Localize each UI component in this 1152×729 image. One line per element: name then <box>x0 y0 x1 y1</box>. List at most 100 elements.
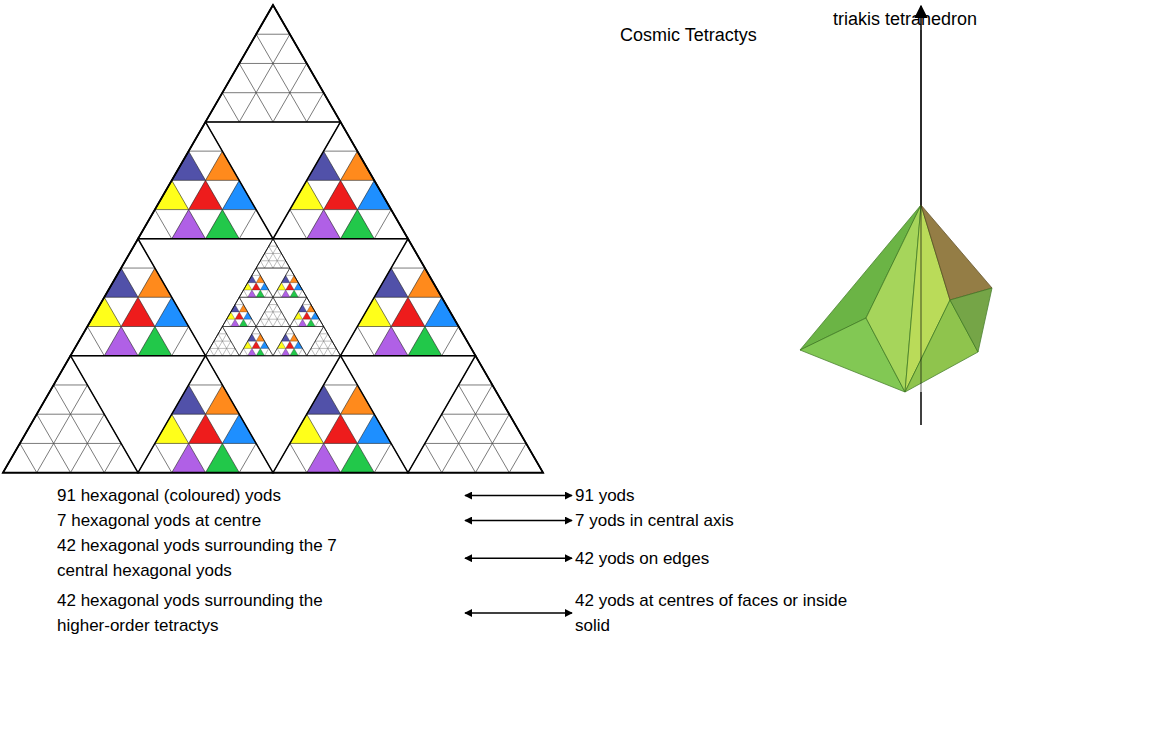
outline <box>3 5 543 473</box>
triakis-tetrahedron <box>800 6 992 425</box>
small-triangle <box>71 385 105 414</box>
small-triangle <box>71 443 105 472</box>
small-triangle <box>172 210 206 239</box>
small-triangle <box>87 297 121 326</box>
small-triangle <box>307 443 341 472</box>
small-triangle <box>172 443 206 472</box>
small-triangle <box>273 443 307 472</box>
small-triangle <box>235 297 243 304</box>
small-triangle <box>138 327 172 356</box>
small-triangle <box>54 356 88 385</box>
small-triangle <box>248 319 256 326</box>
small-triangle <box>328 341 336 348</box>
small-triangle <box>37 443 71 472</box>
item-text: 7 yods in central axis <box>575 508 865 533</box>
face <box>950 288 992 352</box>
grid <box>307 327 341 356</box>
small-triangle <box>206 443 240 472</box>
small-triangle <box>341 151 375 180</box>
small-triangle <box>269 312 277 319</box>
small-triangle <box>311 312 319 319</box>
figure-label: triakis tetrahedron <box>833 8 977 30</box>
item-text: 7 hexagonal yods at centre <box>57 508 357 533</box>
sub-triangle-outline <box>239 327 273 356</box>
small-triangle <box>256 261 264 268</box>
small-triangle <box>206 93 240 122</box>
small-triangle <box>307 93 341 122</box>
small-triangle <box>222 348 230 355</box>
small-triangle <box>273 348 281 355</box>
small-triangle <box>210 341 218 348</box>
sub-triangle-outline <box>71 239 206 356</box>
small-triangle <box>138 443 172 472</box>
small-triangle <box>218 327 226 334</box>
small-triangle <box>243 283 251 290</box>
grid <box>138 122 273 239</box>
sub-triangle-outline <box>256 239 290 268</box>
small-triangle <box>374 327 408 356</box>
small-triangle <box>374 210 408 239</box>
axis-arrow <box>920 6 922 205</box>
small-triangle <box>269 253 277 260</box>
small-triangle <box>20 414 54 443</box>
small-triangle <box>138 210 172 239</box>
small-triangle <box>155 297 189 326</box>
small-triangle <box>281 290 289 297</box>
small-triangle <box>227 341 235 348</box>
face <box>921 205 992 300</box>
sub-triangle-outline <box>273 327 307 356</box>
small-triangle <box>172 327 206 356</box>
small-triangle <box>239 93 273 122</box>
small-triangle <box>273 261 281 268</box>
tetractys-item: 91 hexagonal (coloured) yods <box>57 483 462 508</box>
small-triangle <box>277 283 285 290</box>
small-triangle <box>172 385 206 414</box>
grid <box>222 297 256 326</box>
sub-triangle-outline <box>273 356 408 473</box>
small-triangle <box>256 319 264 326</box>
small-triangle <box>341 443 375 472</box>
small-triangle <box>307 319 315 326</box>
small-triangle <box>189 180 223 209</box>
small-triangle <box>281 319 289 326</box>
small-triangle <box>476 385 510 414</box>
small-triangle <box>231 319 239 326</box>
small-triangle <box>492 414 526 443</box>
small-triangle <box>260 341 268 348</box>
tetractys-item: 42 hexagonal yods surrounding the higher… <box>57 588 462 638</box>
small-triangle <box>206 210 240 239</box>
sub-triangle-outline <box>273 122 408 239</box>
small-triangle <box>315 348 323 355</box>
grid <box>273 356 408 473</box>
small-triangle <box>290 414 324 443</box>
small-triangle <box>265 290 273 297</box>
small-triangle <box>319 341 327 348</box>
small-triangle <box>307 385 341 414</box>
small-triangle <box>37 385 71 414</box>
small-triangle <box>324 334 332 341</box>
item-text: 42 hexagonal yods surrounding the higher… <box>57 588 357 638</box>
small-triangle <box>298 305 306 312</box>
small-triangle <box>206 385 240 414</box>
small-triangle <box>265 348 273 355</box>
cosmic-tetractys <box>3 5 543 473</box>
small-triangle <box>324 122 358 151</box>
small-triangle <box>307 348 315 355</box>
small-triangle <box>239 210 273 239</box>
grid <box>256 239 290 268</box>
small-triangle <box>252 268 260 275</box>
small-triangle <box>222 180 256 209</box>
small-triangle <box>273 93 307 122</box>
correspondence-arrow <box>465 495 572 497</box>
sub-triangle-outline <box>290 297 324 326</box>
grid <box>341 239 476 356</box>
small-triangle <box>121 239 155 268</box>
grid <box>138 356 273 473</box>
small-triangle <box>54 414 88 443</box>
small-triangle <box>189 414 223 443</box>
small-triangle <box>408 327 442 356</box>
small-triangle <box>298 319 306 326</box>
small-triangle <box>265 305 273 312</box>
sub-triangle-outline <box>206 327 240 356</box>
correspondence-arrow <box>465 520 572 522</box>
